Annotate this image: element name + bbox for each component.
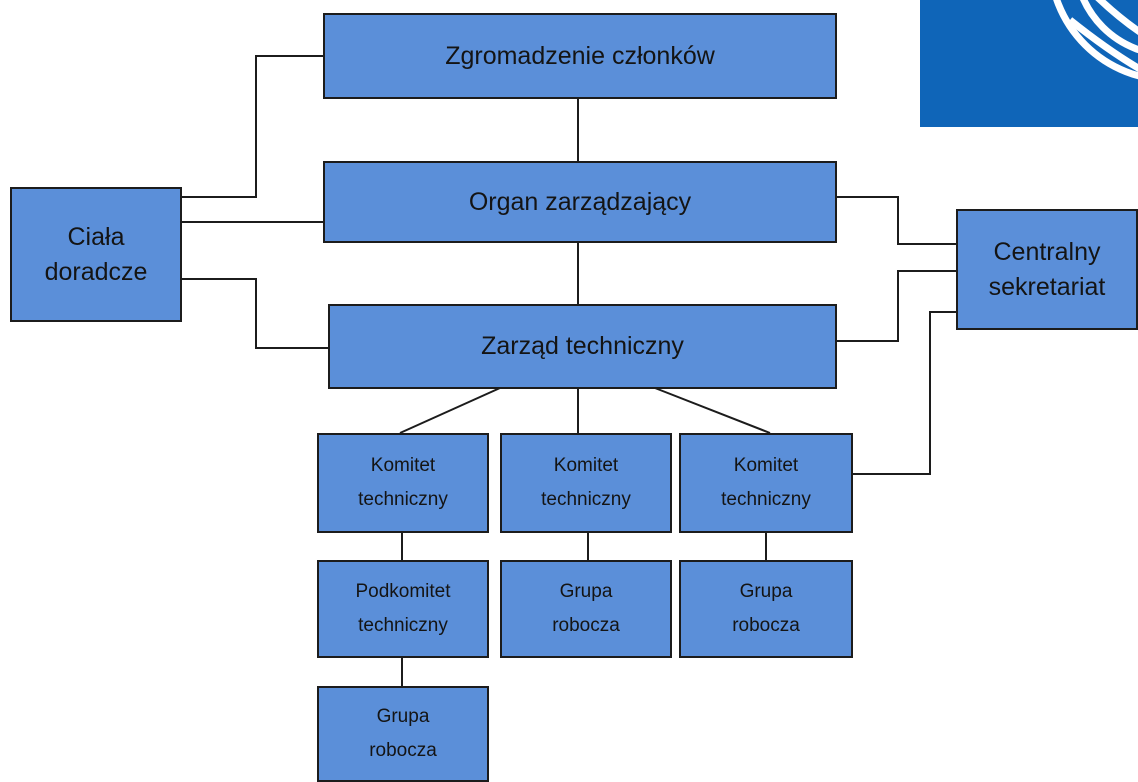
central-secretariat-label: Centralny sekretariat [988,237,1106,301]
working-group-1-label: Grupa robocza [369,706,437,761]
working-group-2-label: Grupa robocza [552,581,620,636]
general-assembly-box: Zgromadzenie członków [323,13,837,99]
general-assembly-label: Zgromadzenie członków [445,41,715,70]
connector-advisory-assembly [182,55,323,198]
connector-board-tc1 [399,387,501,434]
connector-tc3-secretariat [853,311,956,475]
technical-committee-2-label: Komitet techniczny [541,455,631,510]
central-secretariat-box: Centralny sekretariat [956,209,1138,330]
working-group-1-box: Grupa robocza [317,686,489,782]
advisory-bodies-label: Ciała doradcze [44,222,148,286]
organization-logo [920,0,1138,127]
technical-committee-1-box: Komitet techniczny [317,433,489,533]
technical-committee-3-box: Komitet techniczny [679,433,853,533]
connector-advisory-board [182,278,328,349]
connector-board-tc3 [654,387,771,434]
working-group-3-box: Grupa robocza [679,560,853,658]
advisory-bodies-box: Ciała doradcze [10,187,182,322]
working-group-2-box: Grupa robocza [500,560,672,658]
technical-committee-3-label: Komitet techniczny [721,455,811,510]
governing-body-box: Organ zarządzający [323,161,837,243]
globe-logo-icon [1053,0,1138,80]
subcommittee-label: Podkomitet techniczny [355,581,451,636]
technical-board-box: Zarząd techniczny [328,304,837,389]
governing-body-label: Organ zarządzający [468,187,692,216]
connector-board-secretariat [837,270,956,342]
technical-committee-1-label: Komitet techniczny [358,455,448,510]
subcommittee-box: Podkomitet techniczny [317,560,489,658]
working-group-3-label: Grupa robocza [732,581,800,636]
technical-committee-2-box: Komitet techniczny [500,433,672,533]
technical-board-label: Zarząd techniczny [481,332,684,360]
connector-governing-secretariat [837,196,956,245]
